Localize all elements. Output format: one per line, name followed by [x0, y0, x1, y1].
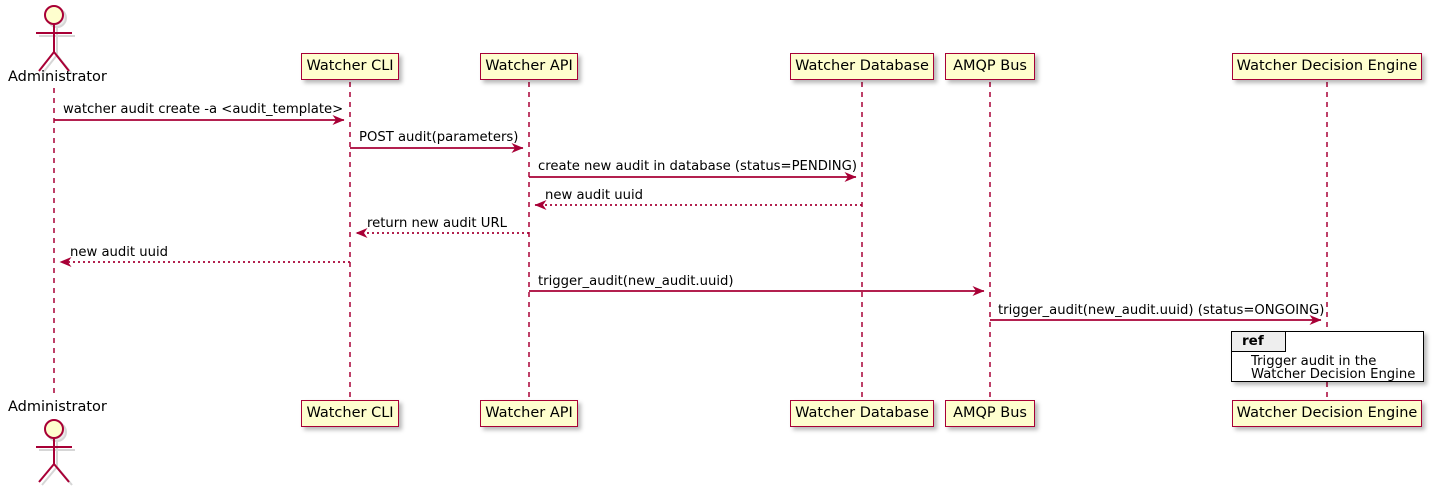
ref-fragment-line-1: Trigger audit in the	[1251, 354, 1377, 369]
participant-amqp-bus-bottom[interactable]: AMQP Bus	[945, 400, 1035, 427]
ref-fragment: ref Trigger audit in the Watcher Decisio…	[1231, 331, 1424, 382]
participant-watcher-cli-top[interactable]: Watcher CLI	[301, 53, 399, 80]
actor-label-administrator-bottom: Administrator	[8, 399, 107, 415]
message-label-4: return new audit URL	[367, 216, 507, 231]
lifelines	[53, 82, 1328, 400]
participant-amqp-bus-top[interactable]: AMQP Bus	[945, 53, 1035, 80]
actor-administrator-bottom	[36, 419, 72, 483]
ref-fragment-tab-label: ref	[1242, 333, 1264, 349]
participant-watcher-decision-engine-top[interactable]: Watcher Decision Engine	[1232, 53, 1422, 80]
message-label-2: create new audit in database (status=PEN…	[538, 159, 858, 174]
message-label-7: trigger_audit(new_audit.uuid) (status=ON…	[998, 303, 1325, 318]
ref-fragment-tab	[1232, 332, 1286, 352]
participant-watcher-database-top[interactable]: Watcher Database	[790, 53, 934, 80]
actor-label-administrator-top: Administrator	[8, 69, 107, 85]
participant-watcher-cli-bottom[interactable]: Watcher CLI	[301, 400, 399, 427]
message-label-0: watcher audit create -a <audit_template>	[63, 102, 344, 117]
message-label-3: new audit uuid	[545, 188, 644, 203]
actor-administrator-top	[36, 5, 72, 72]
actor-figures	[36, 5, 75, 486]
participant-watcher-decision-engine-bottom[interactable]: Watcher Decision Engine	[1232, 400, 1422, 427]
message-label-1: POST audit(parameters)	[359, 130, 519, 145]
participant-watcher-database-bottom[interactable]: Watcher Database	[790, 400, 934, 427]
message-label-6: trigger_audit(new_audit.uuid)	[538, 274, 734, 289]
participant-watcher-api-top[interactable]: Watcher API	[480, 53, 578, 80]
ref-fragment-line-2: Watcher Decision Engine	[1251, 367, 1416, 382]
message-label-5: new audit uuid	[70, 245, 169, 260]
participant-watcher-api-bottom[interactable]: Watcher API	[480, 400, 578, 427]
